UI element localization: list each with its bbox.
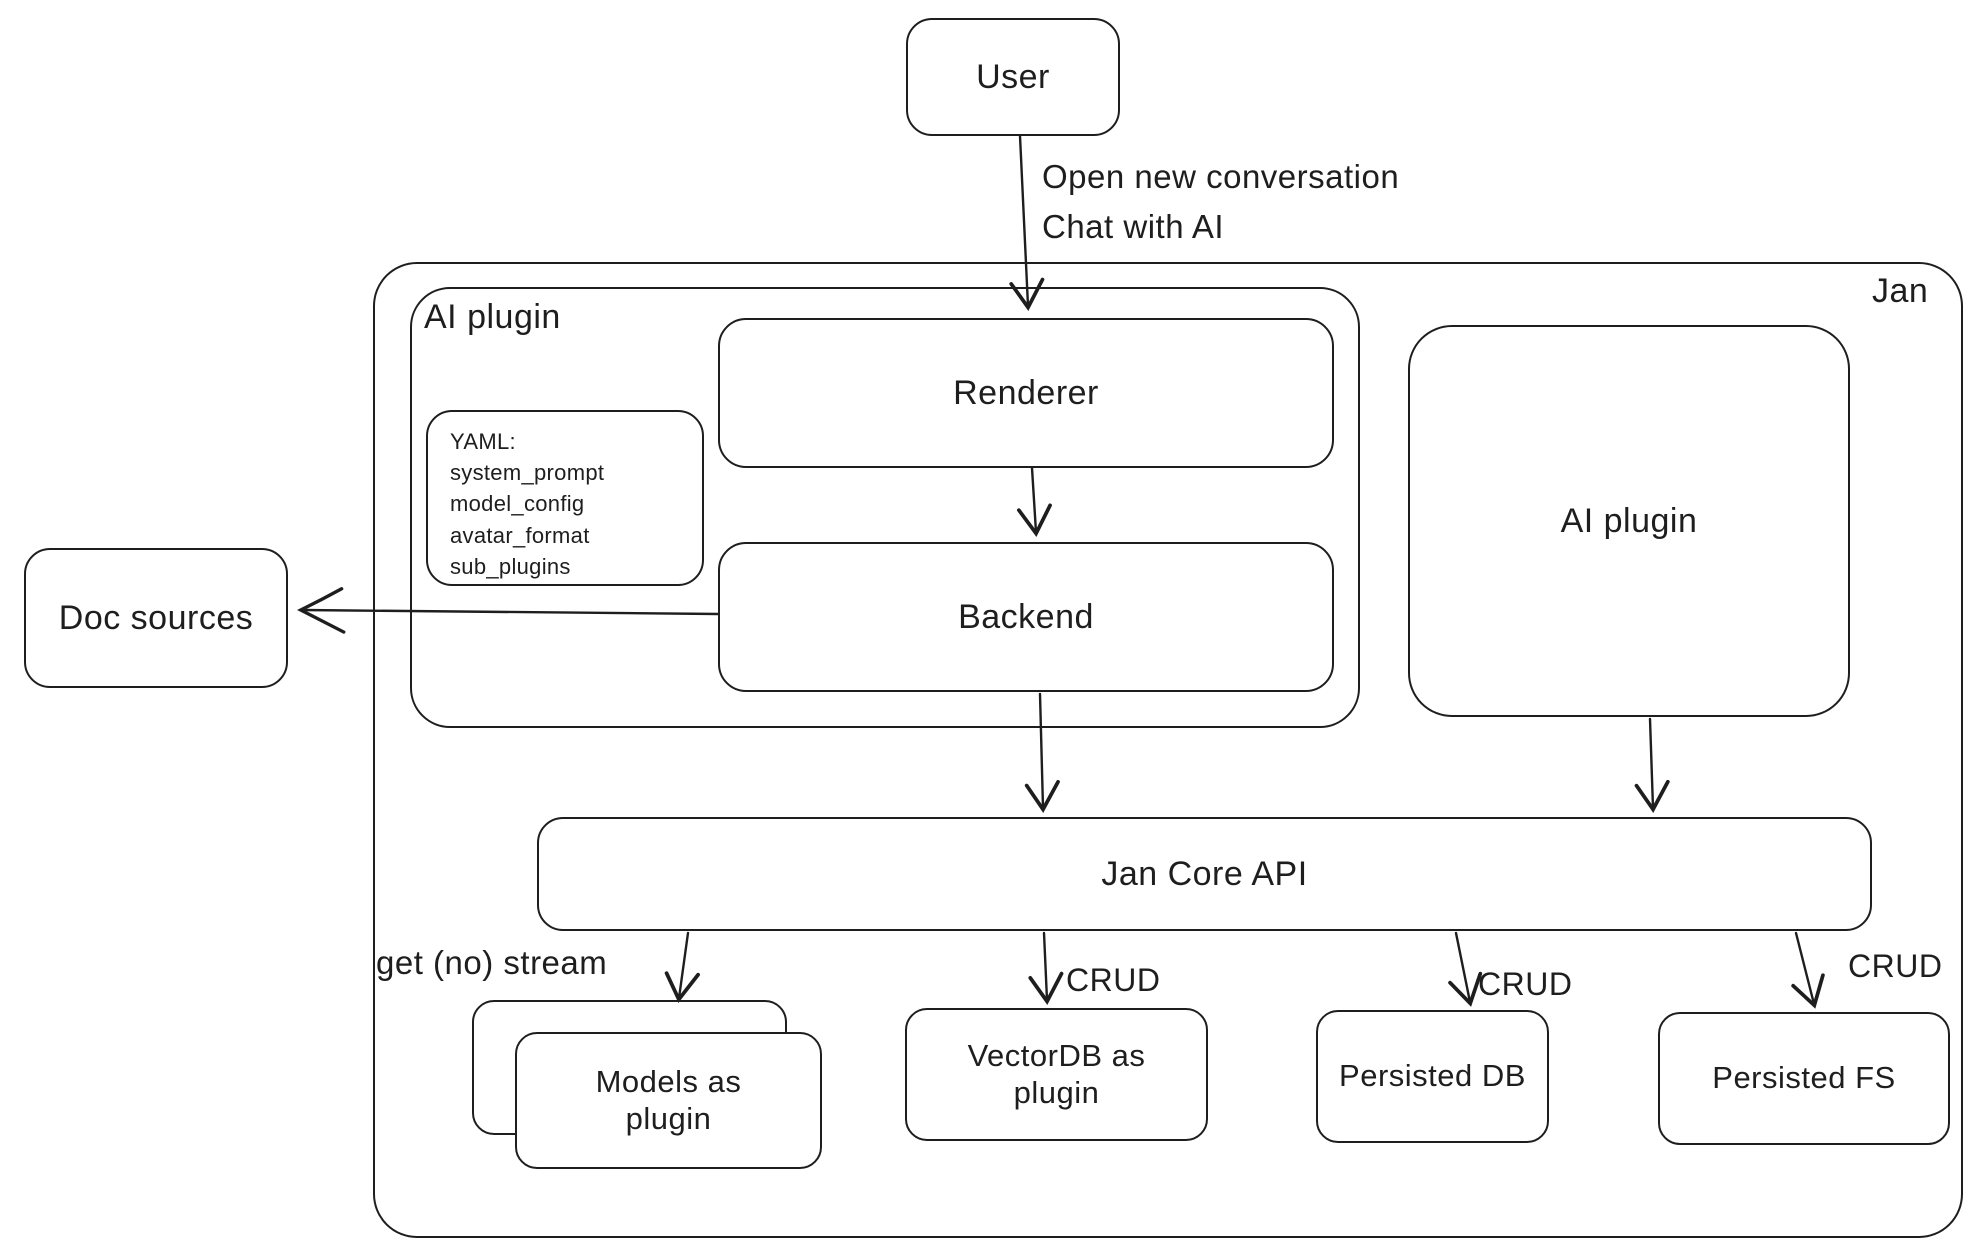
user-node-label: User xyxy=(976,57,1050,96)
yaml-note-line: avatar_format xyxy=(450,522,590,548)
backend-node-label: Backend xyxy=(958,597,1094,636)
ai-plugin-right-node-label: AI plugin xyxy=(1560,501,1698,540)
yaml-note-line: YAML: xyxy=(450,429,516,454)
edge-label-get-no-stream: get (no) stream xyxy=(376,944,608,981)
doc-sources-node: Doc sources xyxy=(24,548,288,688)
backend-node: Backend xyxy=(718,542,1334,692)
models-as-plugin-node: Models as plugin xyxy=(515,1032,822,1169)
edge-label-crud-vectordb: CRUD xyxy=(1066,962,1161,998)
jan-container-label: Jan xyxy=(1872,272,1929,310)
vectordb-plugin-node: VectorDB as plugin xyxy=(905,1008,1208,1141)
persisted-db-node: Persisted DB xyxy=(1316,1010,1549,1143)
persisted-fs-node: Persisted FS xyxy=(1658,1012,1950,1145)
user-node: User xyxy=(906,18,1120,136)
yaml-note-line: sub_plugins xyxy=(450,553,571,579)
vectordb-plugin-node-label: VectorDB as plugin xyxy=(967,1037,1146,1110)
edge-label-chat-with-ai: Chat with AI xyxy=(1042,208,1225,245)
models-as-plugin-node-label: Models as plugin xyxy=(595,1063,742,1136)
ai-plugin-left-label: AI plugin xyxy=(424,298,561,336)
jan-core-api-node-label: Jan Core API xyxy=(1101,854,1308,893)
edge-label-open-conversation: Open new conversation xyxy=(1042,158,1400,195)
yaml-note-line: system_prompt xyxy=(450,460,605,486)
edge-label-crud-persisted-fs: CRUD xyxy=(1848,948,1943,984)
persisted-db-node-label: Persisted DB xyxy=(1339,1058,1526,1094)
jan-core-api-node: Jan Core API xyxy=(537,817,1872,931)
renderer-node: Renderer xyxy=(718,318,1334,468)
ai-plugin-right-node: AI plugin xyxy=(1408,325,1850,717)
doc-sources-node-label: Doc sources xyxy=(58,598,254,637)
edge-label-crud-persisted-db: CRUD xyxy=(1478,966,1573,1002)
yaml-note-line: model_config xyxy=(450,491,585,517)
renderer-node-label: Renderer xyxy=(953,373,1099,412)
yaml-note: YAML: system_prompt model_config avatar_… xyxy=(426,410,704,586)
persisted-fs-node-label: Persisted FS xyxy=(1712,1060,1896,1096)
